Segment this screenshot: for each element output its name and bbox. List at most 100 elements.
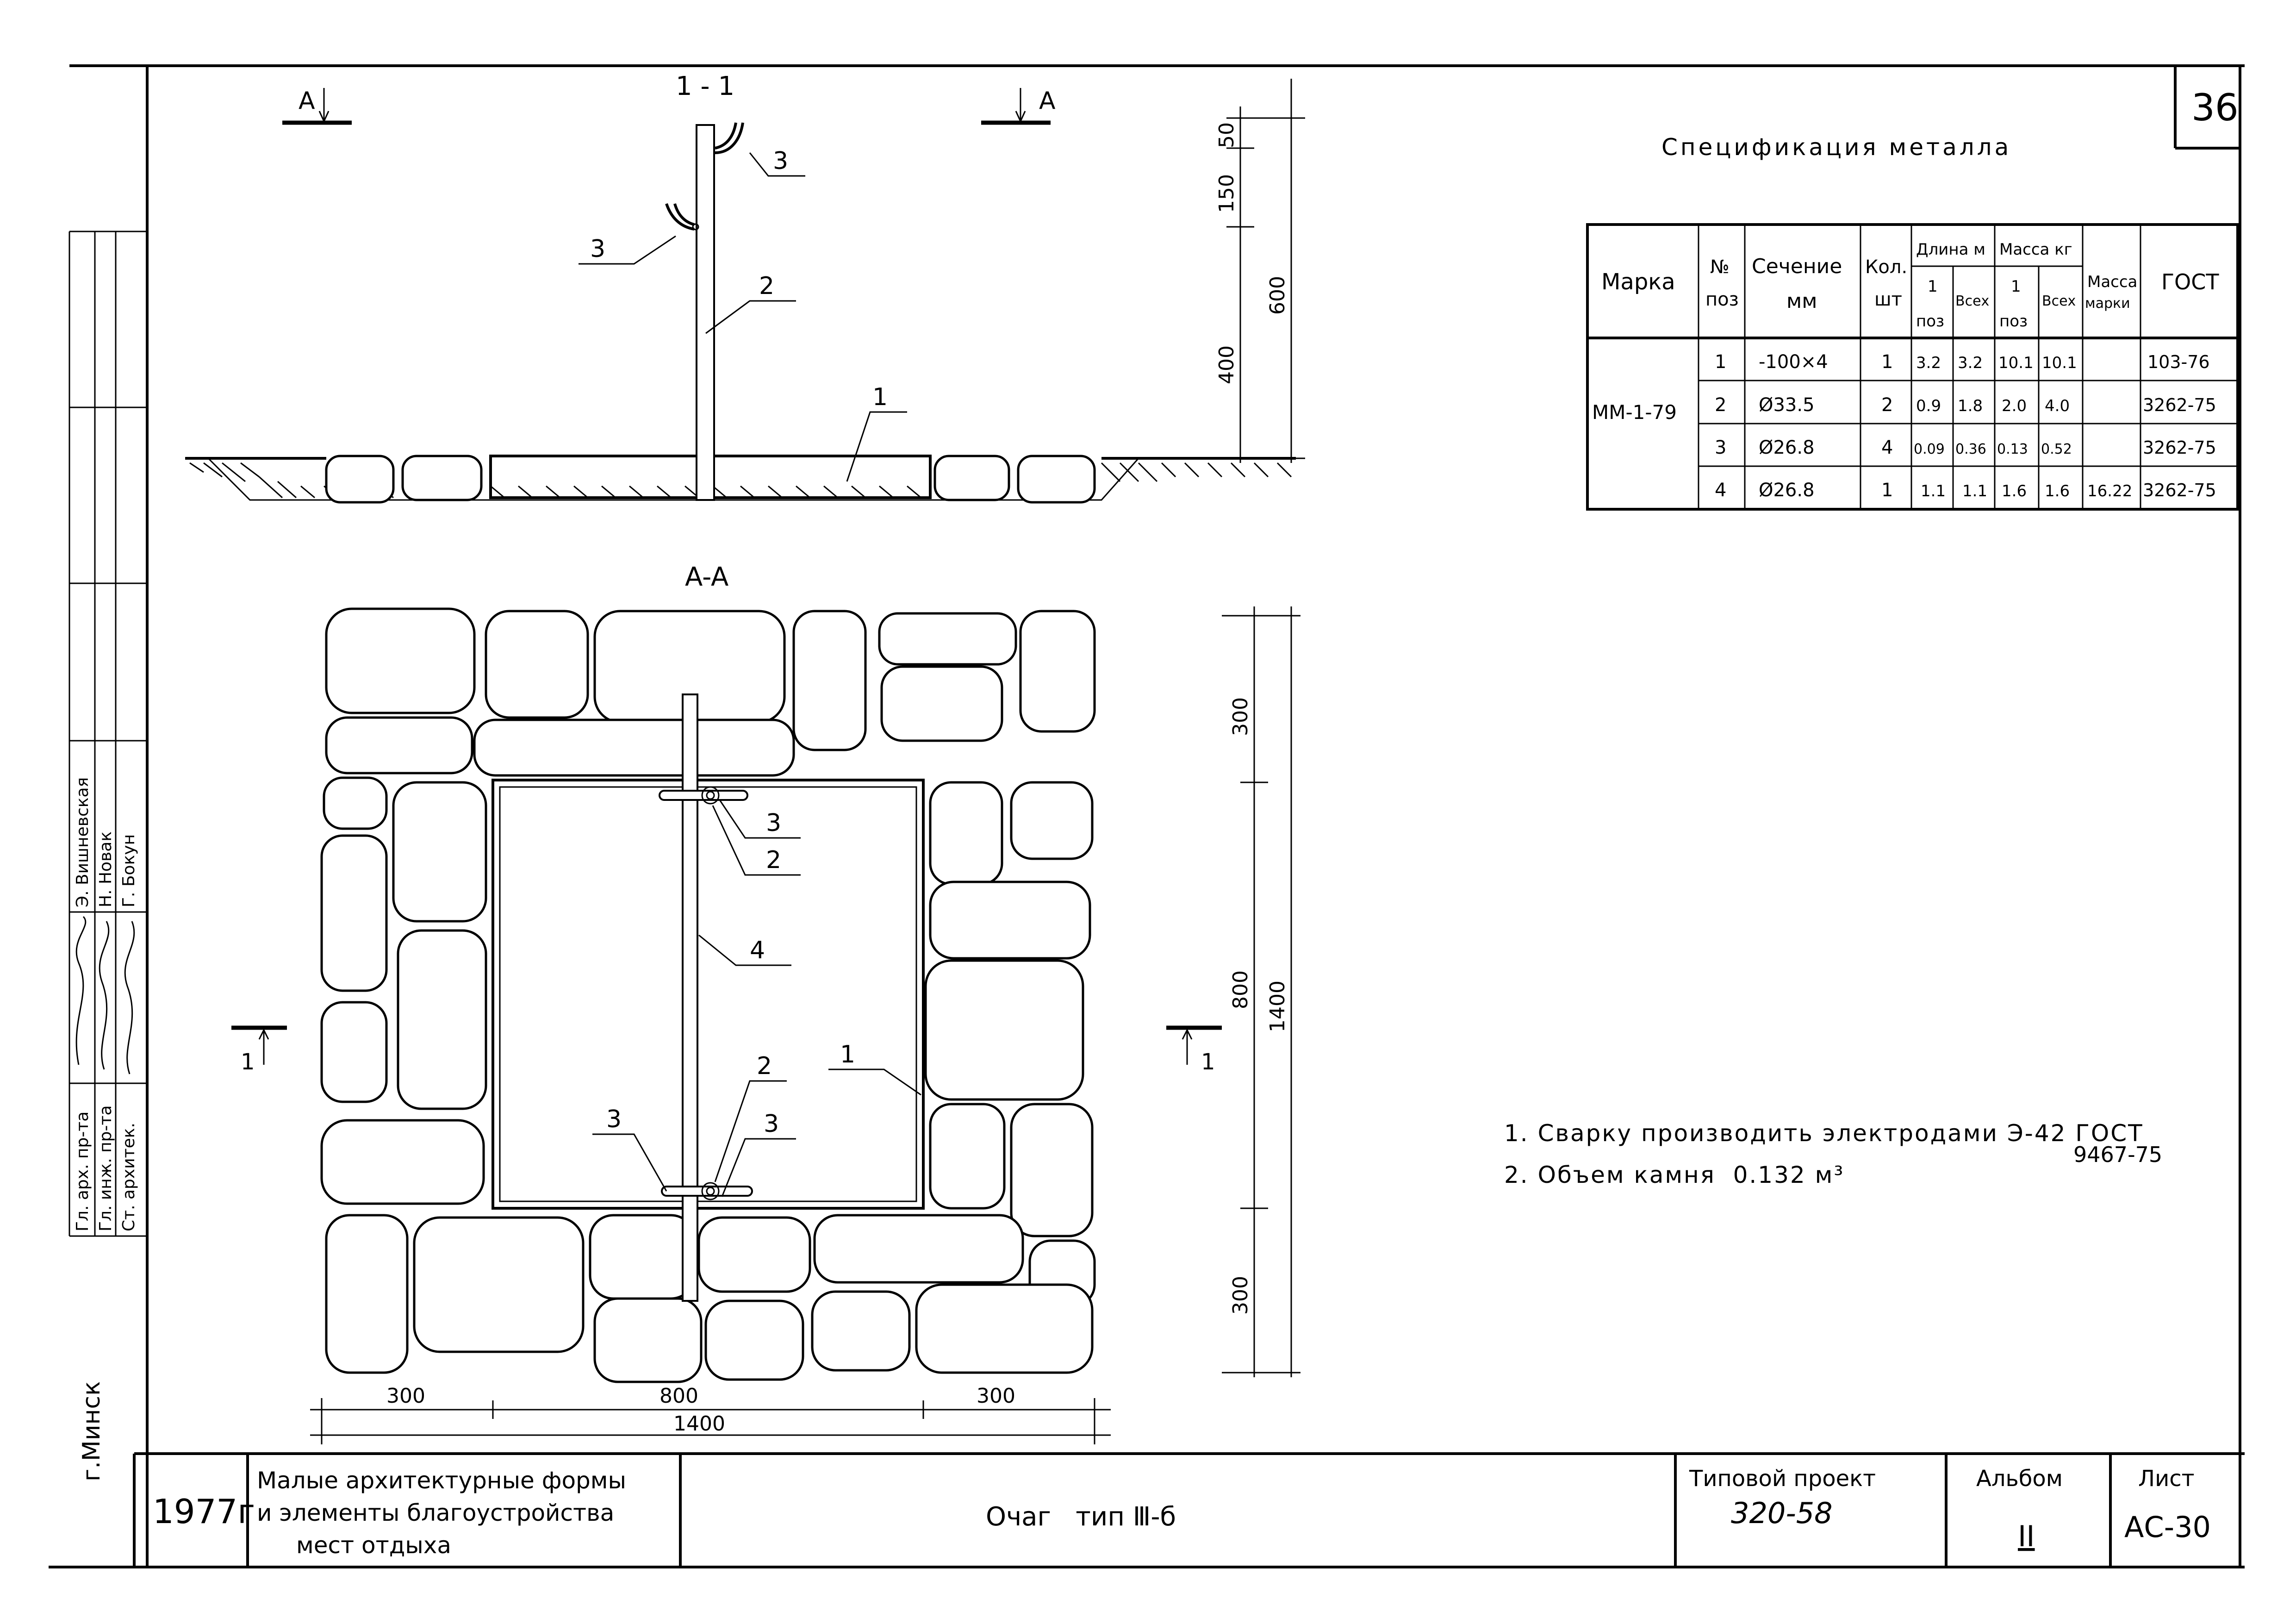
spec-row: 3 Ø26.8 4 0.09 0.36 0.13 0.52 3262-75 (1715, 437, 2216, 458)
row2-gost: 3262-75 (2143, 395, 2216, 415)
plan-dim-v-1400: 1400 (1266, 981, 1289, 1032)
section-view: 1 - 1 A A (185, 71, 1305, 504)
plan-dim-h-1400: 1400 (673, 1412, 725, 1436)
row3-qty: 4 (1881, 437, 1893, 458)
hdr-pos-1: № (1710, 256, 1730, 278)
hdr-gost: ГОСТ (2161, 269, 2219, 294)
row3-m1: 0.13 (1997, 441, 2028, 457)
hdr-mass-one-1: 1 (2011, 277, 2021, 296)
title-block: 1977г Малые архитектурные формы и элемен… (153, 86, 2239, 1559)
row1-len1: 3.2 (1916, 354, 1941, 372)
title-line-2: и элементы благоустройства (257, 1499, 614, 1526)
row3-pos: 3 (1715, 437, 1726, 458)
row2-section: Ø33.5 (1759, 394, 1815, 416)
plan-callout-2-top: 2 (766, 846, 781, 874)
row2-m1: 2.0 (2002, 397, 2027, 415)
spec-title: Спецификация металла (1661, 134, 2011, 161)
row4-m1: 1.6 (2002, 482, 2027, 500)
row4-mmark: 16.22 (2087, 482, 2132, 500)
note-1-gost: 9467-75 (2073, 1142, 2162, 1167)
spec-row: 4 Ø26.8 1 1.1 1.1 1.6 1.6 16.22 3262-75 (1715, 480, 2216, 501)
row3-mall: 0.52 (2041, 441, 2072, 457)
section-callout-3b: 3 (590, 235, 605, 263)
section-callout-1: 1 (872, 383, 888, 411)
row4-gost: 3262-75 (2143, 480, 2216, 500)
signature-1 (75, 916, 87, 1065)
city-label: г.Минск (78, 1381, 106, 1481)
sheet-number: 36 (2191, 86, 2239, 129)
row1-m1: 10.1 (1998, 354, 2034, 372)
staff-role-3: Ст. архитек. (119, 1123, 138, 1231)
cut-mark-left-label: A (299, 87, 315, 115)
row4-mall: 1.6 (2045, 482, 2070, 500)
spec-marka: ММ-1-79 (1592, 401, 1677, 424)
row1-pos: 1 (1715, 351, 1726, 373)
sheet-label: Лист (2138, 1466, 2195, 1492)
stones (320, 607, 1096, 1383)
row2-len1: 0.9 (1916, 397, 1941, 415)
spec-row: 2 Ø33.5 2 0.9 1.8 2.0 4.0 3262-75 (1715, 394, 2216, 416)
notes: 1. Сварку производить электродами Э-42 Г… (1504, 1120, 2162, 1188)
staff-role-2: Гл. инж. пр-та (96, 1105, 115, 1231)
section-dim-600: 600 (1266, 276, 1289, 315)
hdr-len-one-1: 1 (1928, 277, 1938, 296)
row1-section: -100×4 (1759, 351, 1828, 373)
section-dim-150: 150 (1215, 174, 1238, 213)
hdr-qty-2: шт (1874, 289, 1902, 310)
section-title: 1 - 1 (676, 71, 734, 101)
row1-qty: 1 (1881, 351, 1893, 373)
section-dim-400: 400 (1215, 345, 1238, 384)
spec-row: 1 -100×4 1 3.2 3.2 10.1 10.1 103-76 (1715, 351, 2210, 373)
staff-name-3: Г. Бокун (119, 834, 138, 907)
plan-callout-3-right: 3 (764, 1110, 779, 1138)
signature-3 (124, 921, 135, 1074)
hdr-section-1: Сечение (1752, 255, 1842, 278)
cut-mark-right-label: A (1039, 87, 1056, 115)
title-line-3: мест отдыха (296, 1532, 451, 1559)
note-1: 1. Сварку производить электродами Э-42 Г… (1504, 1120, 2144, 1147)
signature-2 (99, 921, 110, 1070)
project-value: 320-58 (1731, 1496, 1833, 1530)
row2-mall: 4.0 (2045, 397, 2070, 415)
staff-role-1: Гл. арх. пр-та (73, 1112, 92, 1231)
hdr-qty-1: Кол. (1865, 256, 1907, 278)
row4-lenall: 1.1 (1962, 482, 1987, 500)
section-callout-2: 2 (759, 272, 774, 300)
note-2: 2. Объем камня 0.132 м³ (1504, 1162, 1844, 1188)
hdr-mark-mass-2: марки (2085, 295, 2130, 312)
plan-dim-h-300-right: 300 (977, 1384, 1015, 1408)
plan-dim-v-300-top: 300 (1229, 697, 1252, 736)
section-dim-50: 50 (1215, 122, 1238, 148)
staff-name-1: Э. Вишневская (73, 777, 92, 907)
staff-name-2: Н. Новак (96, 831, 115, 907)
row3-gost: 3262-75 (2143, 437, 2216, 458)
plan-dim-v-300-bottom: 300 (1229, 1276, 1252, 1315)
spec-table: Спецификация металла Марка № поз Сечение… (1586, 134, 2239, 511)
plan-cut-mark-left-label: 1 (241, 1049, 255, 1075)
hdr-len-one-2: поз (1916, 312, 1944, 331)
staff-column: Гл. арх. пр-та Гл. инж. пр-та Ст. архите… (68, 231, 147, 1481)
plan-callout-3-left: 3 (606, 1106, 622, 1133)
plan-callout-1: 1 (840, 1041, 855, 1068)
title-line-1: Малые архитектурные формы (257, 1467, 626, 1494)
album-value: II (2018, 1519, 2035, 1553)
plan-callout-3-top: 3 (766, 809, 781, 837)
hdr-mass-one-2: поз (1999, 312, 2028, 331)
row4-section: Ø26.8 (1759, 480, 1815, 501)
hdr-len-all: Всех (1955, 293, 1989, 309)
row3-len1: 0.09 (1914, 441, 1945, 457)
plan-callout-4: 4 (750, 937, 765, 964)
row1-lenall: 3.2 (1958, 354, 1983, 372)
row2-lenall: 1.8 (1958, 397, 1983, 415)
row1-gost: 103-76 (2147, 352, 2210, 372)
drawing-name: Очаг тип Ⅲ-б (986, 1502, 1176, 1532)
row2-pos: 2 (1715, 394, 1726, 416)
row2-qty: 2 (1881, 394, 1893, 416)
hdr-mass-all: Всех (2042, 293, 2076, 309)
hdr-mass: Масса кг (1999, 240, 2072, 259)
sheet-frame (49, 64, 2245, 1568)
plan-view: A-A (231, 562, 1300, 1444)
row1-mall: 10.1 (2042, 354, 2077, 372)
year-label: 1977г (153, 1492, 255, 1531)
hdr-mark-mass-1: Масса (2087, 273, 2137, 291)
